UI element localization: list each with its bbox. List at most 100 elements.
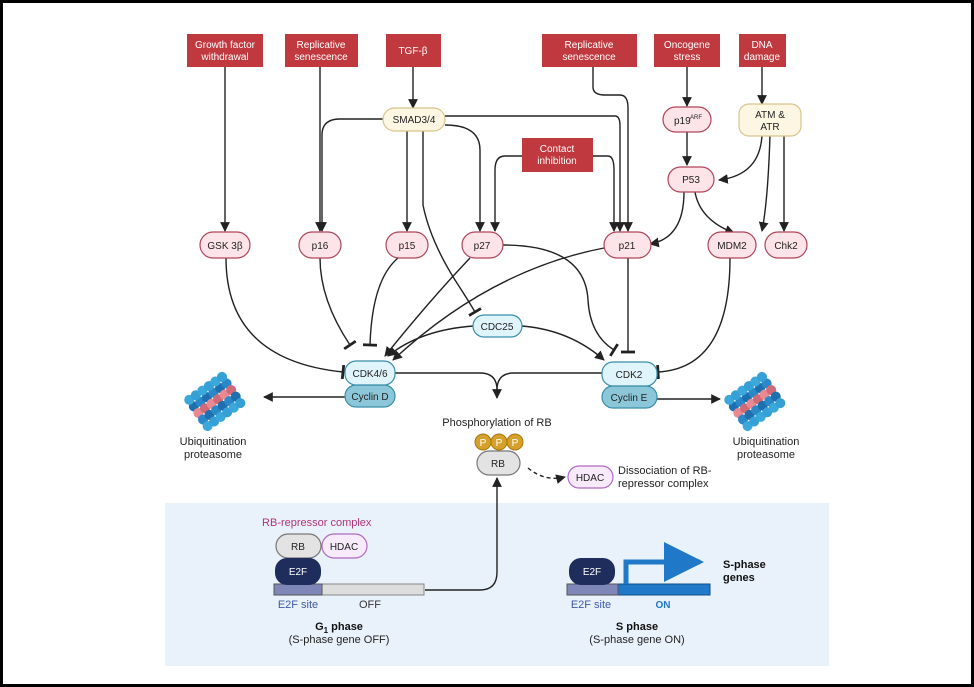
repsen-left-line1: Replicative: [297, 40, 346, 51]
edge-contact-p21: [593, 155, 619, 232]
p15-label: p15: [399, 241, 416, 252]
edge-p53-mdm2: [694, 191, 735, 235]
node-cdc25: CDC25: [472, 314, 523, 338]
edges: [220, 67, 789, 591]
stimuli: Growth factor withdrawal Replicative sen…: [187, 34, 786, 172]
nodes: SMAD3/4 p19 ARF ATM & ATR P53 GSK 3β p16…: [199, 103, 808, 409]
edge-p15-cdk46: [362, 257, 399, 347]
s-genes-line2: genes: [723, 572, 755, 584]
ubiq-right-line1: Ubiquitination: [733, 436, 800, 448]
node-p15: p15: [385, 231, 429, 259]
smad-label: SMAD3/4: [393, 115, 436, 126]
dna-damage-line1: DNA: [751, 40, 772, 51]
atm-line2: ATR: [760, 122, 779, 133]
e2f-right-label: E2F: [583, 567, 601, 578]
edge-smad-p16: [317, 118, 383, 232]
stimulus-oncogene-stress: Oncogene stress: [654, 34, 720, 67]
e2f-site-left: E2F site: [278, 599, 318, 611]
edge-p53-p21: [649, 191, 685, 248]
s-phase-complex: E2F: [566, 542, 711, 596]
stimulus-tgf-beta: TGF-β: [386, 34, 441, 67]
stimulus-dna-damage: DNA damage: [739, 34, 786, 67]
p21-label: p21: [619, 241, 636, 252]
tgf-beta-label: TGF-β: [398, 46, 427, 57]
edge-cdc25-cdk2: [521, 325, 605, 361]
p27-label: p27: [474, 241, 491, 252]
proteasome-right-icon: [724, 371, 786, 432]
complex-rb-label: RB: [291, 542, 305, 553]
transcription-arrow-icon: [623, 542, 704, 584]
growth-factor-line2: withdrawal: [200, 52, 248, 63]
complex-title: RB-repressor complex: [262, 517, 372, 529]
node-atm-atr: ATM & ATR: [738, 103, 802, 137]
contact-line2: inhibition: [537, 156, 576, 167]
proteasome-left-icon: [184, 371, 246, 432]
edge-smad-p27: [444, 124, 485, 232]
node-chk2: Chk2: [764, 231, 808, 259]
cdk2-label: CDK2: [616, 370, 643, 381]
edge-cdk2-merge: [496, 372, 602, 391]
s-genes-line1: S-phase: [723, 559, 766, 571]
edge-contact-p27: [490, 155, 522, 232]
stimulus-replicative-senescence-left: Replicative senescence: [285, 34, 358, 67]
repsen-left-line2: senescence: [294, 52, 348, 63]
cyclin-e-label: Cyclin E: [611, 393, 648, 404]
edge-cdk46-merge: [395, 372, 502, 399]
stimulus-replicative-senescence-right: Replicative senescence: [542, 34, 637, 67]
stimulus-growth-factor: Growth factor withdrawal: [187, 34, 263, 67]
off-label: OFF: [359, 599, 381, 611]
e2f-site-right: E2F site: [571, 599, 611, 611]
growth-factor-line1: Growth factor: [195, 40, 256, 51]
cdc25-label: CDC25: [481, 322, 514, 333]
node-gsk: GSK 3β: [199, 231, 251, 259]
phosphorylation-label: Phosphorylation of RB: [442, 417, 551, 429]
ubiq-right-line2: proteasome: [737, 449, 795, 461]
oncogene-line2: stress: [674, 52, 701, 63]
gsk-label: GSK 3β: [207, 241, 242, 252]
edge-p16-cdk46: [319, 257, 357, 351]
p19-superscript: ARF: [690, 115, 702, 121]
phosphate-2: P: [496, 438, 503, 449]
mdm2-label: MDM2: [717, 241, 747, 252]
dissociation-line2: repressor complex: [618, 478, 709, 490]
e2f-left-label: E2F: [289, 567, 307, 578]
ubiq-left-line1: Ubiquitination: [180, 436, 247, 448]
node-p27: p27: [461, 231, 504, 259]
node-mdm2: MDM2: [707, 231, 757, 259]
chk2-label: Chk2: [774, 241, 798, 252]
atm-line1: ATM &: [755, 110, 785, 121]
edge-p27-cdk46: [384, 257, 471, 357]
dna-damage-line2: damage: [744, 52, 781, 63]
node-p19: p19 ARF: [662, 106, 712, 133]
node-smad: SMAD3/4: [382, 107, 446, 132]
edge-atm-mdm2: [758, 134, 771, 232]
phosphate-3: P: [512, 438, 519, 449]
dissociation-line1: Dissociation of RB-: [618, 465, 712, 477]
edge-gsk-cdk46: [225, 257, 346, 380]
edge-smad-cdc25: [422, 131, 482, 317]
ubiq-left-line2: proteasome: [184, 449, 242, 461]
rb-phospho-label: RB: [491, 459, 505, 470]
p53-label: P53: [682, 175, 700, 186]
cyclin-d-label: Cyclin D: [351, 392, 388, 403]
edge-smad-p21: [445, 115, 625, 232]
node-p53: P53: [667, 166, 715, 193]
node-cdk2-cycline: Cyclin E CDK2: [601, 361, 658, 409]
g1-complex: HDAC RB E2F: [273, 533, 425, 596]
contact-line1: Contact: [540, 144, 575, 155]
cdk46-label: CDK4/6: [352, 369, 387, 380]
complex-hdac-label: HDAC: [330, 542, 358, 553]
node-p16: p16: [298, 231, 342, 259]
p16-label: p16: [312, 241, 329, 252]
edge-rb-hdac: [527, 467, 566, 484]
edge-cdc25-cdk46: [387, 325, 474, 357]
g1-phase-title: G1 phase: [315, 621, 363, 635]
p19-label: p19: [674, 116, 691, 127]
repsen-right-line2: senescence: [562, 52, 616, 63]
phosphate-1: P: [480, 438, 487, 449]
hdac-dissociated-label: HDAC: [576, 473, 604, 484]
stimulus-contact-inhibition: Contact inhibition: [522, 138, 593, 172]
edge-off-rb: [425, 477, 502, 591]
edge-repsen-r-p21: [592, 67, 633, 232]
